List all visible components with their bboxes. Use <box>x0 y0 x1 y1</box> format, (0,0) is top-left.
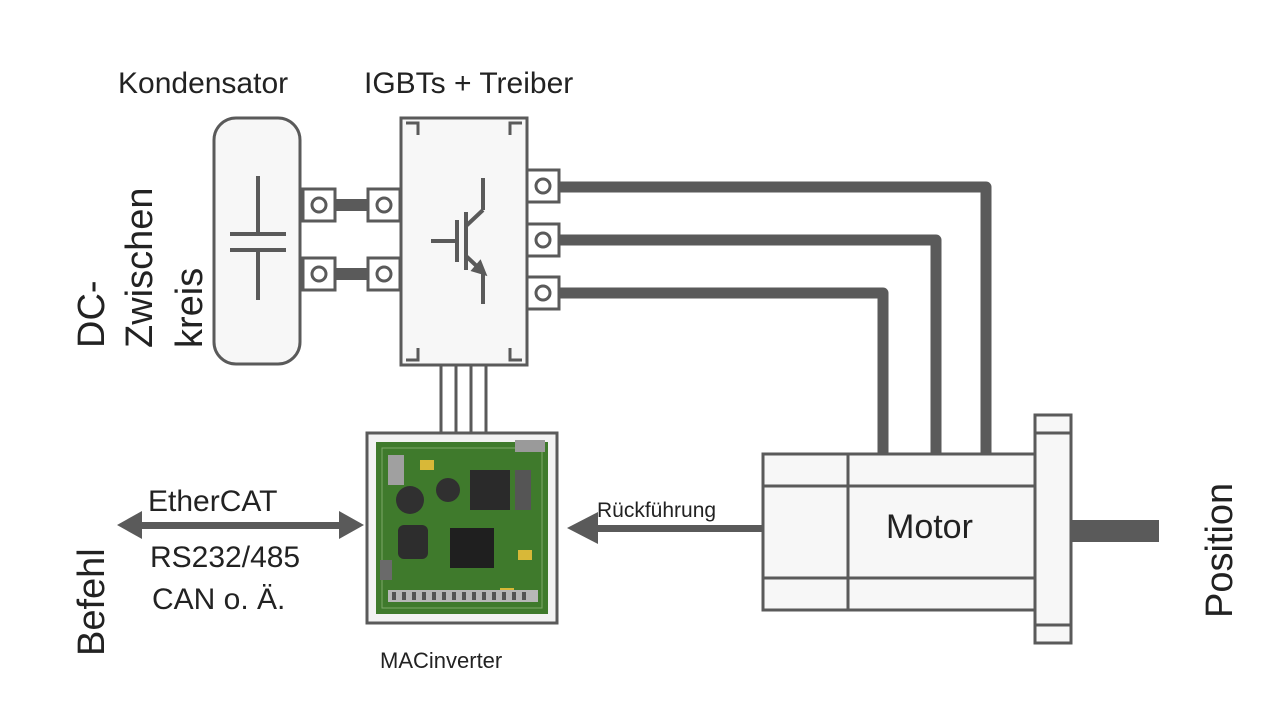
motor-label: Motor <box>886 508 973 546</box>
igbt-driver-label: IGBTs + Treiber <box>364 67 573 100</box>
feedback-arrow <box>567 512 764 544</box>
capacitor-box <box>212 116 302 366</box>
motor-shaft <box>1071 520 1159 542</box>
dc-link-label-line3: kreis <box>169 268 211 348</box>
motor-phase-cables <box>559 181 992 454</box>
feedback-label: Rückführung <box>597 499 716 522</box>
capacitor-symbol <box>230 176 286 300</box>
igbt-symbol <box>431 178 488 304</box>
dc-link-label: DC- Zwischen kreis <box>71 188 211 349</box>
igbt-dc-terminals <box>366 187 402 292</box>
can-label: CAN o. Ä. <box>152 583 285 616</box>
command-bus-arrow <box>117 511 364 539</box>
macinverter-board <box>365 431 559 625</box>
dc-link-label-line1: DC- <box>71 280 113 348</box>
dc-link-label-line2: Zwischen <box>119 188 161 349</box>
capacitor-terminals <box>301 187 337 292</box>
dc-bus-links <box>335 199 368 280</box>
igbt-phase-terminals <box>525 168 561 311</box>
gate-driver-wires <box>439 365 488 433</box>
befehl-label: Befehl <box>71 548 113 656</box>
macinverter-label: MACinverter <box>380 648 502 673</box>
position-label: Position <box>1199 483 1241 618</box>
motor-flange <box>1033 413 1073 645</box>
motor-body <box>761 452 1037 612</box>
rs232-label: RS232/485 <box>150 541 300 574</box>
igbt-mount-holes <box>406 121 522 362</box>
capacitor-label: Kondensator <box>118 67 288 100</box>
ethercat-label: EtherCAT <box>148 485 277 518</box>
